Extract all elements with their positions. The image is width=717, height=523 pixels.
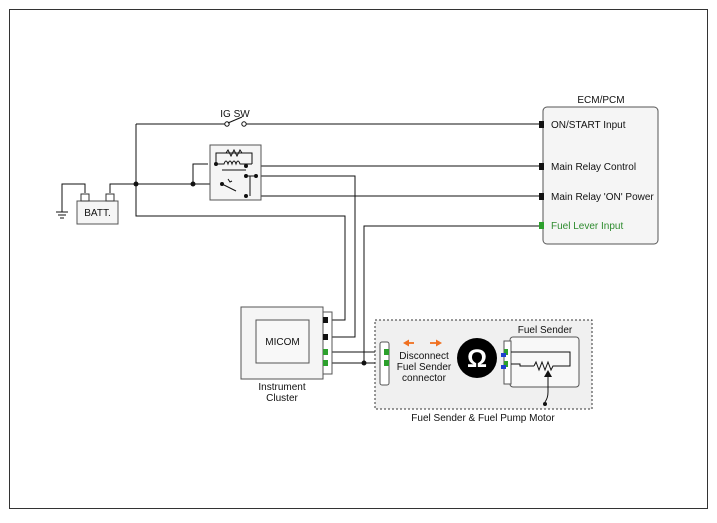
- disconnect-arrows-icon: [403, 339, 442, 347]
- sender-connector-pin-1: [384, 349, 389, 355]
- battery-label: BATT.: [84, 208, 110, 219]
- junction-relay-feed: [190, 181, 196, 187]
- disconnect-label-line2: Fuel Sender: [397, 362, 452, 373]
- relay-coil-feed-wire: [136, 163, 208, 185]
- fuel-sender-title: Fuel Sender: [518, 325, 573, 336]
- fuel-sender-body: [509, 336, 580, 388]
- junction-fuel-input: [361, 360, 367, 366]
- ignition-switch: IG SW: [220, 109, 250, 127]
- cluster-pin-4: [323, 360, 328, 366]
- ecm-pin-label-relay-power: Main Relay 'ON' Power: [551, 192, 654, 203]
- ig-switch-blade: [227, 116, 243, 124]
- sender-float: [543, 402, 547, 406]
- fuel-sender-pin-2-green: [504, 361, 508, 367]
- sender-wiper-arrow-icon: [544, 370, 552, 377]
- instrument-cluster: MICOM Instrument Cluster: [240, 306, 333, 404]
- main-relay: [209, 144, 262, 201]
- battery-positive-wire: [109, 183, 136, 193]
- ecm-pin-label-on-start: ON/START Input: [551, 120, 626, 131]
- ohmmeter-body: [457, 338, 497, 378]
- disconnect-label-line1: Disconnect: [399, 351, 449, 362]
- ground-wire: [61, 183, 86, 212]
- relay-coil: [216, 160, 252, 166]
- fuel-sender-module: Fuel Sender & Fuel Pump Motor Disconnect…: [374, 319, 593, 424]
- relay-contact-lower: [244, 194, 248, 198]
- sender-connector-pin-2: [384, 360, 389, 366]
- ecm-pin-relay-power: [539, 193, 544, 200]
- battery-terminal-positive: [105, 193, 115, 202]
- arrow-left-head: [403, 339, 409, 347]
- relay-coil-node-right: [244, 164, 248, 168]
- module-label: Fuel Sender & Fuel Pump Motor: [411, 413, 555, 424]
- micom-box: [255, 319, 310, 364]
- ecm-pin-relay-control: [539, 163, 544, 170]
- ig-switch-label: IG SW: [220, 109, 250, 120]
- meter-probe-bottom-blue: [501, 365, 506, 369]
- ecm-title: ECM/PCM: [577, 95, 624, 106]
- cluster-pin-1: [323, 317, 328, 323]
- sender-internal-top-wire: [511, 351, 571, 367]
- ecm-pin-fuel-lever: [539, 222, 544, 229]
- ecm-pin-label-relay-control: Main Relay Control: [551, 162, 636, 173]
- sender-float-arm: [544, 377, 549, 403]
- relay-switch-arrow: [227, 178, 233, 183]
- cluster-connector: [322, 311, 333, 375]
- relay-coil-node-left: [214, 162, 218, 166]
- ecm-pin-on-start: [539, 121, 544, 128]
- ig-switch-contact-right: [241, 121, 247, 127]
- micom-label: MICOM: [265, 337, 299, 348]
- fuel-sender-pin-1-green: [504, 349, 508, 355]
- relay-resistor: [225, 148, 243, 158]
- ecm-pcm: ECM/PCM ON/START Input Main Relay Contro…: [539, 95, 659, 245]
- ecm-pin-label-fuel-lever: Fuel Lever Input: [551, 221, 623, 232]
- cluster-power-wire: [256, 175, 356, 338]
- diagram-frame: [9, 9, 708, 509]
- relay-coil-frame: [215, 152, 253, 164]
- sender-variable-resistor: [533, 360, 558, 372]
- ohm-symbol: Ω: [467, 345, 487, 373]
- cluster-pin-2: [323, 334, 328, 340]
- arrow-right-head: [436, 339, 442, 347]
- junctions: [133, 181, 367, 366]
- relay-switch-blade: [221, 183, 237, 192]
- cluster-label-line2: Cluster: [266, 393, 298, 404]
- cluster-pin-3: [323, 349, 328, 355]
- cluster-label-line1: Instrument: [258, 382, 305, 393]
- fuel-lever-input-wire: [363, 225, 541, 363]
- junction-battery: [133, 181, 139, 187]
- sender-internal-bottom-wire: [511, 363, 534, 367]
- battery-body: [76, 200, 119, 225]
- ecm-body: [542, 106, 659, 245]
- battery: BATT.: [56, 193, 119, 225]
- meter-probe-top-blue: [501, 353, 506, 357]
- battery-terminal-negative: [80, 193, 90, 202]
- disconnect-label-line3: connector: [402, 373, 447, 384]
- ohmmeter-icon: Ω: [457, 338, 497, 378]
